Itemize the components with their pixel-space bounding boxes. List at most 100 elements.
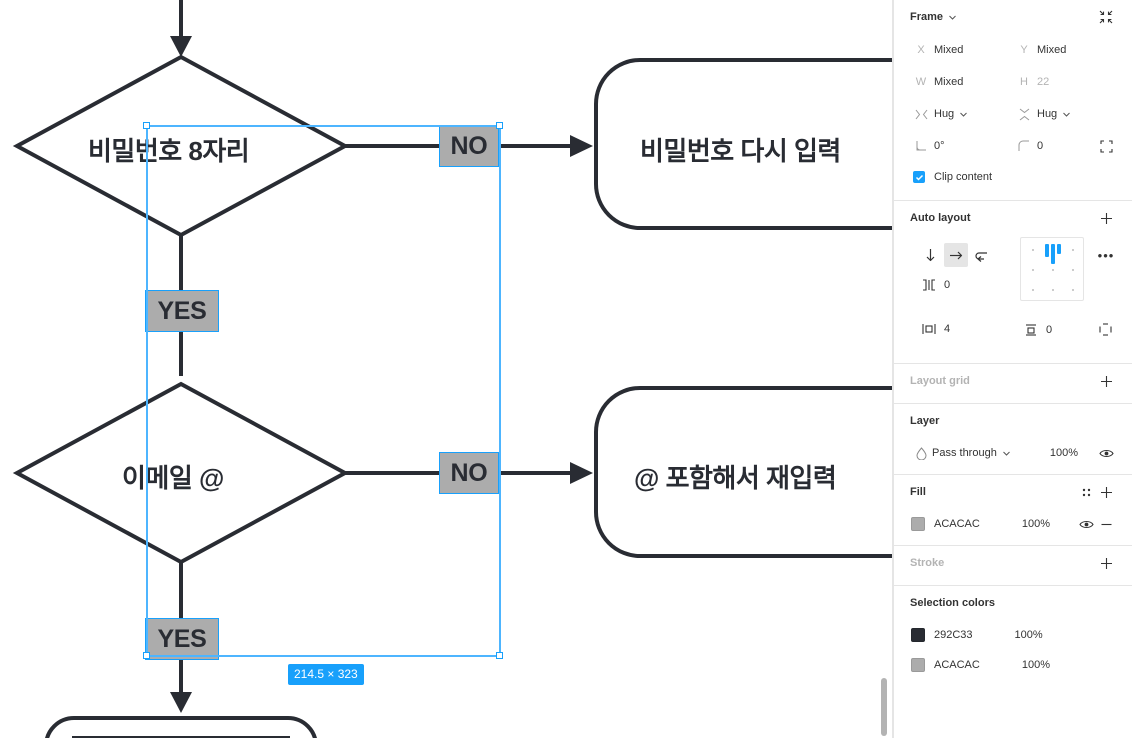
width-icon: W bbox=[915, 76, 927, 88]
selection-color-row[interactable]: 292C33 100% bbox=[910, 620, 1116, 650]
selection-bounds-left bbox=[146, 125, 148, 656]
selection-bounds-right bbox=[499, 125, 501, 656]
add-fill-icon[interactable] bbox=[1096, 482, 1116, 502]
divider bbox=[894, 585, 1132, 586]
individual-padding-button[interactable] bbox=[1094, 323, 1116, 336]
horizontal-padding-value: 4 bbox=[944, 323, 951, 335]
horizontal-padding-field[interactable]: 4 bbox=[918, 323, 950, 335]
vertical-resizing-value: Hug bbox=[1037, 108, 1058, 120]
fill-item-row[interactable]: ACACAC 100% bbox=[910, 509, 1116, 539]
rotation-value: 0° bbox=[934, 140, 945, 152]
add-stroke-icon[interactable] bbox=[1096, 553, 1116, 573]
frame-section-header: Frame bbox=[910, 0, 1116, 34]
branch-tag-no-email[interactable]: NO bbox=[440, 453, 498, 493]
height-icon: H bbox=[1020, 76, 1028, 88]
fill-hex-value[interactable]: ACACAC bbox=[934, 518, 980, 530]
selection-handle-bottom-left[interactable] bbox=[143, 652, 150, 659]
rotation-icon bbox=[910, 140, 932, 152]
process-label-reenter-email: @ 포함해서 재입력 bbox=[634, 463, 837, 493]
layout-grid-section: Layout grid bbox=[894, 364, 1132, 403]
layer-header: Layer bbox=[910, 404, 1116, 438]
chevron-down-icon[interactable] bbox=[1062, 110, 1071, 119]
independent-corners-icon[interactable] bbox=[1096, 136, 1116, 156]
design-canvas[interactable]: 비밀번호 8자리 이메일 @ 비밀번호 다시 입력 @ 포함해서 재입력 NO … bbox=[0, 0, 893, 738]
y-position-field[interactable]: Y Mixed bbox=[1013, 36, 1116, 64]
collapse-panel-icon[interactable] bbox=[1096, 7, 1116, 27]
frame-section-title: Frame bbox=[910, 11, 944, 23]
branch-tag-yes-password[interactable]: YES bbox=[146, 291, 218, 331]
direction-wrap-button[interactable] bbox=[970, 243, 994, 267]
layout-grid-title: Layout grid bbox=[910, 375, 970, 387]
chevron-down-icon[interactable] bbox=[959, 110, 968, 119]
x-position-field[interactable]: X Mixed bbox=[910, 36, 1013, 64]
auto-layout-title: Auto layout bbox=[910, 212, 971, 224]
width-value: Mixed bbox=[934, 76, 964, 88]
vertical-padding-value: 0 bbox=[1046, 324, 1053, 336]
vertical-padding-field[interactable]: 0 bbox=[1020, 323, 1052, 337]
vertical-resizing-icon bbox=[1013, 108, 1035, 121]
layer-title: Layer bbox=[910, 415, 940, 427]
auto-layout-direction-group[interactable] bbox=[918, 243, 994, 267]
selection-handle-top-right[interactable] bbox=[496, 122, 503, 129]
fill-styles-icon[interactable] bbox=[1076, 482, 1096, 502]
decision-label-password: 비밀번호 8자리 bbox=[88, 136, 250, 166]
selection-color-swatch[interactable] bbox=[911, 628, 925, 642]
chevron-down-icon[interactable] bbox=[1002, 449, 1011, 458]
selection-handle-top-left[interactable] bbox=[143, 122, 150, 129]
corner-radius-value: 0 bbox=[1037, 140, 1044, 152]
selection-color-hex[interactable]: ACACAC bbox=[934, 659, 980, 671]
selection-color-row[interactable]: ACACAC 100% bbox=[910, 650, 1116, 680]
alignment-indicator-bar bbox=[1057, 244, 1061, 254]
fill-color-swatch[interactable] bbox=[911, 517, 925, 531]
branch-tag-yes-email[interactable]: YES bbox=[146, 619, 218, 659]
blend-mode-value: Pass through bbox=[932, 447, 997, 459]
fill-section: Fill ACACAC 100% bbox=[894, 475, 1132, 545]
selection-color-hex[interactable]: 292C33 bbox=[934, 629, 973, 641]
direction-vertical-button[interactable] bbox=[918, 243, 942, 267]
branch-tag-no-password[interactable]: NO bbox=[440, 126, 498, 166]
layer-blend-row[interactable]: Pass through 100% bbox=[910, 438, 1116, 468]
divider bbox=[894, 200, 1132, 201]
horizontal-resizing-icon bbox=[910, 109, 932, 120]
vertical-padding-icon bbox=[1020, 323, 1042, 337]
canvas-vertical-scrollbar[interactable] bbox=[881, 678, 887, 736]
selection-colors-section: Selection colors 292C33 100% ACACAC 100% bbox=[894, 586, 1132, 680]
gap-value: 0 bbox=[944, 279, 951, 291]
gap-field[interactable]: 0 bbox=[918, 279, 950, 291]
chevron-down-icon[interactable] bbox=[948, 13, 957, 22]
vertical-resizing-field[interactable]: Hug bbox=[1013, 100, 1116, 128]
alignment-indicator-bar bbox=[1045, 244, 1049, 257]
selection-color-swatch[interactable] bbox=[911, 658, 925, 672]
properties-panel[interactable]: Frame X Mixed bbox=[893, 0, 1132, 738]
auto-layout-alignment-picker[interactable] bbox=[1020, 237, 1084, 301]
direction-horizontal-button[interactable] bbox=[944, 243, 968, 267]
clip-content-row[interactable]: Clip content bbox=[910, 162, 1116, 192]
add-auto-layout-icon[interactable] bbox=[1096, 208, 1116, 228]
process-label-reenter-password: 비밀번호 다시 입력 bbox=[640, 136, 841, 166]
selection-colors-header: Selection colors bbox=[910, 586, 1116, 620]
layer-opacity-value[interactable]: 100% bbox=[1049, 447, 1078, 459]
corner-radius-field[interactable]: 0 bbox=[1013, 132, 1116, 160]
frame-position-row: X Mixed Y Mixed bbox=[910, 34, 1116, 66]
add-layout-grid-icon[interactable] bbox=[1096, 371, 1116, 391]
visibility-eye-icon[interactable] bbox=[1096, 443, 1116, 463]
horizontal-resizing-value: Hug bbox=[934, 108, 955, 120]
height-field[interactable]: H 22 bbox=[1013, 68, 1116, 96]
width-field[interactable]: W Mixed bbox=[910, 68, 1013, 96]
fill-visibility-eye-icon[interactable] bbox=[1076, 514, 1096, 534]
decision-label-email: 이메일 @ bbox=[122, 463, 224, 493]
frame-resizing-row: Hug Hug bbox=[910, 98, 1116, 130]
selection-handle-bottom-right[interactable] bbox=[496, 652, 503, 659]
selection-bounds-top bbox=[146, 125, 500, 127]
horizontal-resizing-field[interactable]: Hug bbox=[910, 100, 1013, 128]
y-position-icon: Y bbox=[1020, 44, 1028, 56]
remove-fill-icon[interactable] bbox=[1096, 514, 1116, 534]
rotation-field[interactable]: 0° bbox=[910, 132, 1013, 160]
x-position-icon: X bbox=[917, 44, 925, 56]
clip-content-checkbox[interactable] bbox=[913, 171, 925, 183]
auto-layout-more-options-icon[interactable]: ••• bbox=[1097, 247, 1115, 263]
frame-size-row: W Mixed H 22 bbox=[910, 66, 1116, 98]
auto-layout-header: Auto layout bbox=[910, 201, 1116, 235]
divider bbox=[894, 474, 1132, 475]
fill-opacity-value[interactable]: 100% bbox=[1021, 518, 1050, 530]
